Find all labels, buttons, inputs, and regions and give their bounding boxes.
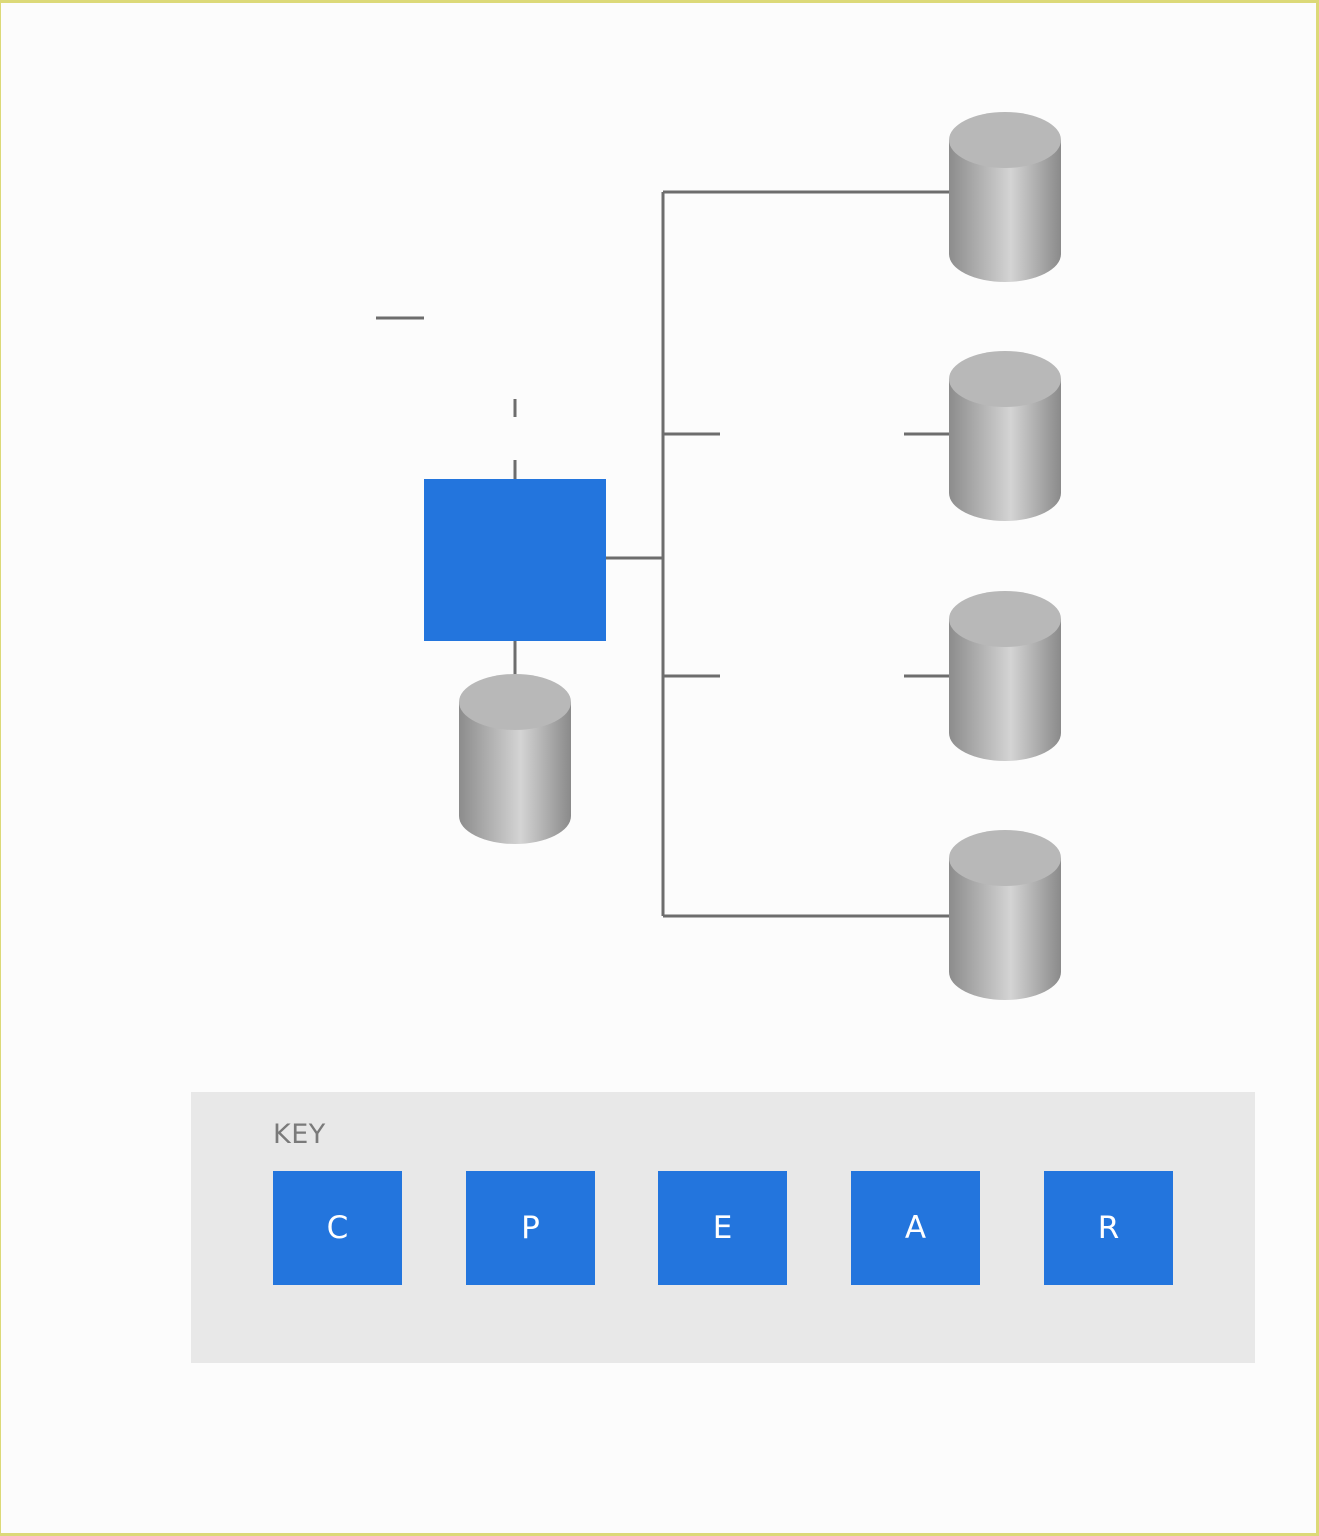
- database-cylinder-icon: [949, 591, 1061, 761]
- key-item-e: E: [658, 1171, 787, 1285]
- key-legend: KEY C P E A R: [191, 1092, 1255, 1363]
- database-cylinder-icon: [459, 674, 571, 844]
- key-item-c: C: [273, 1171, 402, 1285]
- database-cylinder-icon: [949, 830, 1061, 1000]
- key-item-a: A: [851, 1171, 980, 1285]
- database-cylinder-icon: [949, 351, 1061, 521]
- key-title: KEY: [273, 1119, 326, 1150]
- database-cylinder-icon: [949, 112, 1061, 282]
- process-box: [424, 479, 606, 641]
- key-item-p: P: [466, 1171, 595, 1285]
- key-item-r: R: [1044, 1171, 1173, 1285]
